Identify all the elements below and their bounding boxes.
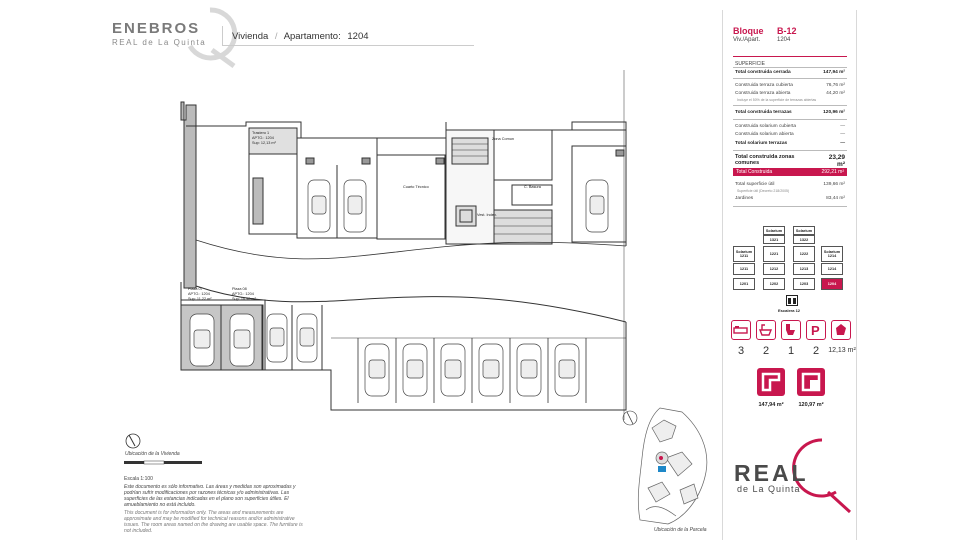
location-label: Ubicación de la Vivienda xyxy=(125,451,180,457)
c-basura-label: C. Basura xyxy=(524,185,542,189)
viv-value: 1204 xyxy=(777,37,791,43)
rule xyxy=(733,67,847,68)
grid-cell: 1321 xyxy=(763,235,785,244)
plaza08-line-3: Sup: 16,90 m² xyxy=(232,297,257,301)
row-total-solarium: Total solarium terrazas— xyxy=(735,141,845,146)
total-construida-value: 292,21 m² xyxy=(821,169,844,175)
bloque-label: Bloque xyxy=(733,26,764,36)
zona-comun-label: Zona Comun xyxy=(492,137,514,141)
grid-cell: Solarium xyxy=(793,226,815,235)
info-panel xyxy=(722,10,857,540)
plaza08-line-1: Plaza 08 xyxy=(232,287,247,291)
grid-cell: Solarium 1211 xyxy=(733,246,755,262)
elevator-icon xyxy=(786,295,798,306)
grid-cell: Solarium 1214 xyxy=(821,246,843,262)
vivienda-label: Vivienda xyxy=(232,31,269,42)
terrace-area-value: 120,97 m² xyxy=(798,402,824,408)
real-logo-sub: de La Quinta xyxy=(737,484,801,494)
page-title: Vivienda / Apartamento: 1204 xyxy=(232,31,369,42)
plaza08-line-2: APTO.: 1204 xyxy=(232,292,254,296)
util-note: Superficie útil (Decreto 218/2005) xyxy=(737,189,790,193)
grid-cell: 1212 xyxy=(763,263,785,275)
real-logo-text: REAL xyxy=(734,460,809,486)
grid-cell: 1213 xyxy=(793,263,815,275)
rule xyxy=(733,105,847,106)
trastero-area: 12,13 m² xyxy=(828,347,856,354)
rule xyxy=(733,206,847,207)
trastero-line-3: Sup: 12,13 m² xyxy=(252,141,277,145)
scale-bar xyxy=(124,460,202,465)
storage-icon xyxy=(831,320,851,340)
total-construida-label: Total Construida xyxy=(736,169,773,175)
grid-cell: 1201 xyxy=(733,278,755,290)
grid-cell-current: 1204 xyxy=(821,278,843,290)
viv-label: Viv./Apart. xyxy=(733,37,761,43)
panel-divider xyxy=(733,56,847,57)
grid-cell: Solarium xyxy=(763,226,785,235)
rule xyxy=(733,150,847,151)
banos-count: 2 xyxy=(762,345,770,357)
brand-sub: REAL de La Quinta xyxy=(112,38,207,47)
disclaimer-es: Este documento es sólo informativo. Las … xyxy=(124,484,296,508)
grid-cell: 1211 xyxy=(733,263,755,275)
parking-count: 2 xyxy=(812,345,820,357)
bed-icon xyxy=(731,320,751,340)
rule xyxy=(733,78,847,79)
floor-plan: Trastero 1 APTO.: 1204 Sup: 12,13 m² Zon… xyxy=(180,70,627,420)
grid-cell: 1322 xyxy=(793,235,815,244)
parcel-label: Ubicación de la Parcela xyxy=(654,527,707,533)
grid-cell: 1222 xyxy=(793,246,815,262)
site-plan xyxy=(622,407,708,525)
vest-indep-label: Vest. Indep. xyxy=(477,213,497,217)
grid-cell: 1214 xyxy=(821,263,843,275)
dormitorios-count: 3 xyxy=(737,345,745,357)
superficie-title: SUPERFICIE xyxy=(735,61,766,67)
escalera-label: Escalera 12 xyxy=(778,308,801,313)
disclaimer-en: This document is for information only. T… xyxy=(124,510,303,534)
interior-area-icon xyxy=(757,368,785,396)
header-frame xyxy=(222,26,474,46)
scale-label: Escala 1:100 xyxy=(124,476,153,482)
enebros-logo: ENEBROS REAL de La Quinta xyxy=(112,20,206,47)
brand-name: ENEBROS xyxy=(112,20,201,37)
plaza07-line-3: Sup: 11,22 m² xyxy=(188,297,212,301)
plaza07-line-2: APTO.: 1204 xyxy=(188,292,210,296)
car-upper-1 xyxy=(307,179,331,233)
terraza-note: Incluye el 50% de la superficie de terra… xyxy=(737,98,817,102)
trastero-line-1: Trastero 1 xyxy=(252,131,269,135)
terrace-area-icon xyxy=(797,368,825,396)
grid-cell: 1221 xyxy=(763,246,785,262)
row-solarium-cubierta: Construida solarium cubierta— xyxy=(735,124,845,129)
interior-area-value: 147,94 m² xyxy=(758,402,784,408)
grid-cell: 1203 xyxy=(793,278,815,290)
real-q-icon xyxy=(792,438,852,514)
bloque-value: B-12 xyxy=(777,26,797,36)
grid-cell: 1202 xyxy=(763,278,785,290)
north-arrow-icon xyxy=(125,433,141,449)
panel-header: Bloque B-12 Viv./Apart. 1204 xyxy=(733,26,853,43)
bath-icon xyxy=(756,320,776,340)
cuarto-tecnico-label: Cuarto Técnico xyxy=(403,185,429,189)
parking-icon: P xyxy=(806,320,826,340)
svg-text:P: P xyxy=(811,323,820,338)
apartamento-label: Apartamento: xyxy=(283,31,341,42)
rule xyxy=(733,119,847,120)
total-construida-row: Total Construida 292,21 m² xyxy=(733,168,847,176)
apartamento-value: 1204 xyxy=(347,31,369,42)
plaza07-line-1: Plaza 07 xyxy=(188,287,203,291)
trastero-line-2: APTO.: 1204 xyxy=(252,136,274,140)
toilet-icon xyxy=(781,320,801,340)
aseos-count: 1 xyxy=(787,345,795,357)
row-solarium-abierta: Construida solarium abierta— xyxy=(735,132,845,137)
